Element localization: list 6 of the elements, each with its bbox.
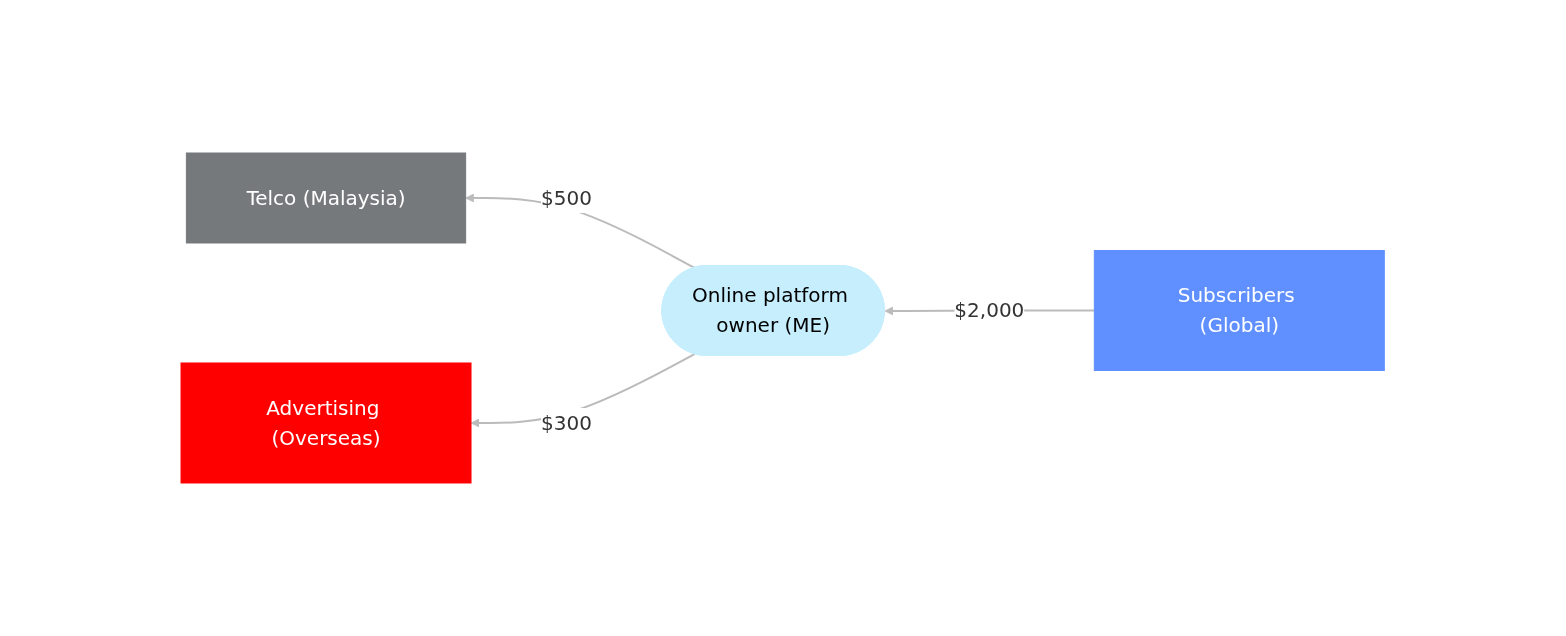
edge-label: $300 xyxy=(541,410,593,435)
edge-label: $2,000 xyxy=(954,298,1025,323)
node-box: Advertising (Overseas) xyxy=(180,362,472,484)
node-box: Telco (Malaysia) xyxy=(186,152,467,244)
edge-label: $500 xyxy=(541,186,593,210)
node-box: Subscribers (Global) xyxy=(1094,250,1386,371)
